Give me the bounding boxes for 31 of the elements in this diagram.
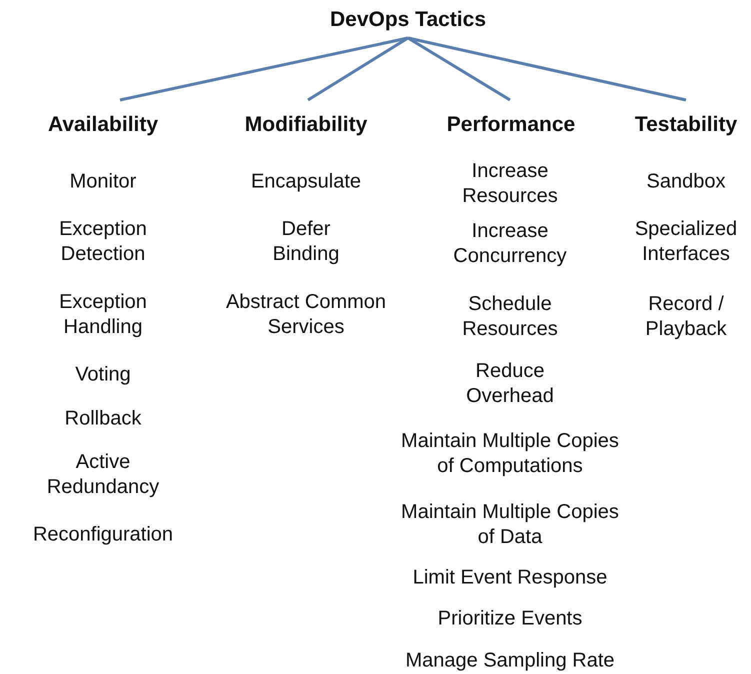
connector-line bbox=[408, 36, 686, 102]
connector-line bbox=[120, 36, 408, 102]
tactic-label: Specialized Interfaces bbox=[634, 217, 738, 267]
tactic-label: Maintain Multiple Copies of Data bbox=[400, 500, 620, 550]
tactic-label: Voting bbox=[74, 362, 132, 388]
tactic-label: Sandbox bbox=[646, 170, 726, 194]
category-heading: Modifiability bbox=[244, 113, 368, 137]
root-heading: DevOps Tactics bbox=[330, 8, 486, 32]
tactic-label: Manage Sampling Rate bbox=[404, 648, 616, 674]
tactic-label: Defer Binding bbox=[272, 217, 340, 267]
tactic-label: Monitor bbox=[68, 170, 138, 194]
tactic-label: Increase Concurrency bbox=[452, 219, 568, 269]
tactic-label: Exception Handling bbox=[58, 290, 148, 340]
tactic-label: Active Redundancy bbox=[46, 450, 160, 500]
tactic-label: Abstract Common Services bbox=[224, 290, 388, 340]
tactic-label: Prioritize Events bbox=[436, 606, 584, 632]
connector-line bbox=[307, 36, 409, 102]
tactic-label: Encapsulate bbox=[250, 170, 362, 194]
tactic-label: Reduce Overhead bbox=[465, 359, 555, 409]
tactic-label: Maintain Multiple Copies of Computations bbox=[400, 429, 620, 479]
tactic-label: Record / Playback bbox=[644, 292, 728, 342]
tactic-label: Increase Resources bbox=[461, 159, 559, 209]
tactic-label: Reconfiguration bbox=[32, 522, 174, 548]
category-heading: Performance bbox=[446, 113, 576, 137]
category-heading: Testability bbox=[634, 113, 738, 137]
tactic-label: Schedule Resources bbox=[461, 292, 559, 342]
tactic-label: Limit Event Response bbox=[412, 566, 608, 590]
tactic-label: Exception Detection bbox=[58, 217, 148, 267]
tactic-label: Rollback bbox=[64, 406, 142, 432]
category-heading: Availability bbox=[48, 113, 158, 137]
connector-line bbox=[407, 36, 511, 102]
